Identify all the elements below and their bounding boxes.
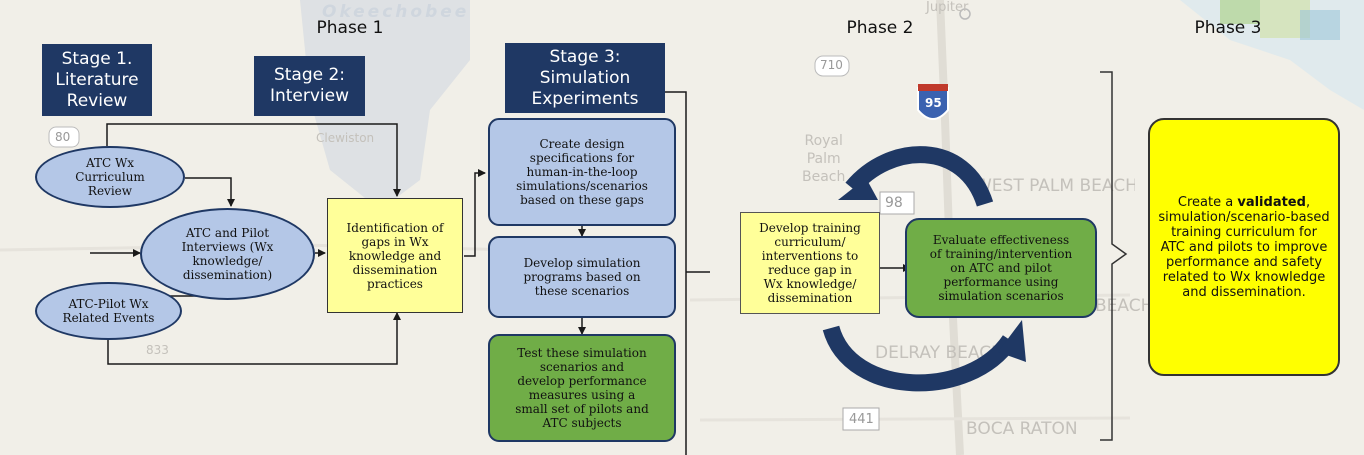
map-label-delray: DELRAY BEACH (875, 343, 1004, 363)
curriculum-review-ellipse: ATC Wx Curriculum Review (35, 146, 185, 208)
route-95-label: 95 (925, 96, 942, 110)
develop-programs-box: Develop simulation programs based on the… (488, 236, 676, 318)
related-events-ellipse: ATC-Pilot Wx Related Events (35, 282, 182, 340)
develop-curriculum-box: Develop training curriculum/ interventio… (740, 212, 880, 314)
map-label-beach: BEACH (1095, 296, 1154, 316)
final-goal-text: Create a validated, simulation/scenario-… (1158, 195, 1330, 300)
phase-2-heading: Phase 2 (846, 18, 914, 38)
final-goal-validated: validated (1237, 194, 1306, 210)
test-scenarios-box: Test these simulation scenarios and deve… (488, 334, 676, 442)
route-98-label: 98 (885, 195, 903, 211)
map-label-royal-palm: Royal Palm Beach (802, 133, 846, 185)
evaluate-effectiveness-box: Evaluate effectiveness of training/inter… (905, 218, 1097, 318)
stage-3-box: Stage 3: Simulation Experiments (505, 43, 665, 113)
map-label-jupiter: Jupiter (926, 0, 969, 15)
final-goal-box: Create a validated, simulation/scenario-… (1148, 118, 1340, 376)
route-710-label: 710 (820, 58, 843, 72)
identification-gaps-box: Identification of gaps in Wx knowledge a… (327, 198, 463, 313)
route-441-label: 441 (849, 412, 874, 427)
map-label-west-palm: WEST PALM BEACH (975, 176, 1135, 196)
design-specifications-box: Create design specifications for human-i… (488, 118, 676, 226)
map-label-boca: BOCA RATON (966, 419, 1078, 439)
final-goal-suffix: , simulation/scenario-based training cur… (1158, 194, 1330, 300)
phase-3-heading: Phase 3 (1194, 18, 1262, 38)
final-goal-prefix: Create a (1177, 194, 1238, 210)
map-label-clewiston: Clewiston (316, 131, 375, 145)
interviews-ellipse: ATC and Pilot Interviews (Wx knowledge/ … (140, 208, 315, 300)
stage-2-box: Stage 2: Interview (254, 56, 365, 116)
stage-1-box: Stage 1. Literature Review (42, 44, 152, 116)
route-80-label: 80 (55, 130, 71, 144)
map-label-okeechobee: Okeechobee (322, 2, 470, 22)
route-833-label: 833 (146, 343, 169, 357)
phase-1-heading: Phase 1 (316, 18, 384, 38)
